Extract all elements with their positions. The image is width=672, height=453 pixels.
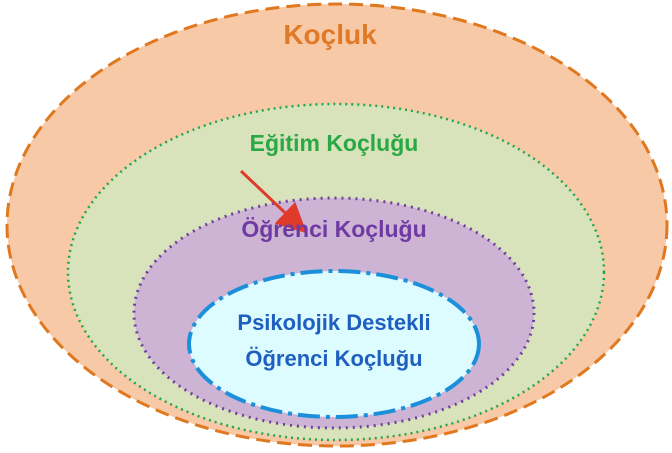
psych-supported-coaching-ellipse — [187, 269, 481, 419]
pointer-arrow — [239, 169, 307, 234]
outer-label: Koçluk — [283, 19, 377, 50]
inner-label-line1: Psikolojik Destekli — [237, 310, 430, 335]
inner-label-line2: Öğrenci Koçluğu — [245, 346, 422, 371]
education-coaching-label: Eğitim Koçluğu — [250, 130, 419, 156]
student-coaching-label: Öğrenci Koçluğu — [241, 216, 426, 242]
